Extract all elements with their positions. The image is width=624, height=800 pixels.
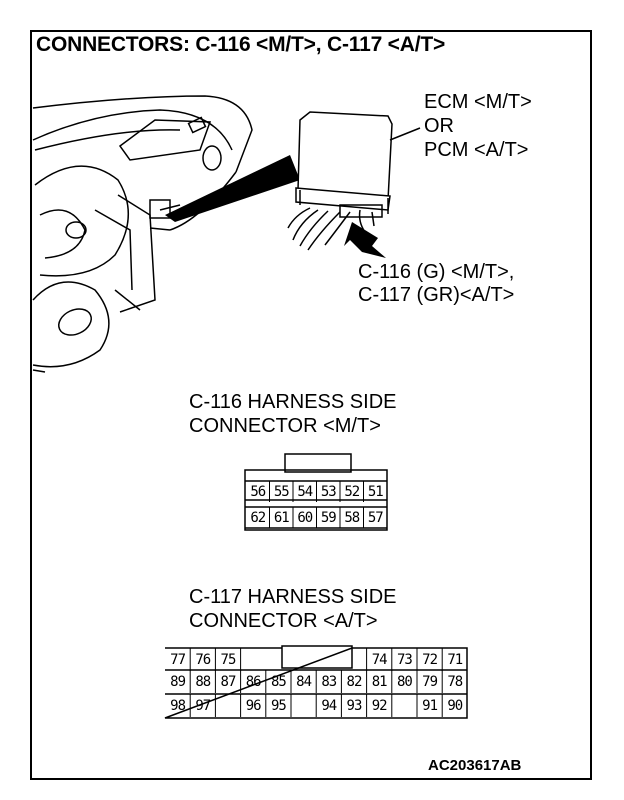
dashboard-drawing bbox=[32, 95, 253, 373]
c117-pin-77: 77 bbox=[170, 651, 186, 668]
c117-pin-73: 73 bbox=[396, 651, 413, 668]
ecm-label-line2: OR bbox=[424, 115, 454, 137]
c117-pin-83: 83 bbox=[321, 673, 337, 690]
pointer-label-line1: C-116 (G) <M/T>, bbox=[358, 261, 515, 283]
c117-pin-78: 78 bbox=[447, 673, 463, 690]
c116-heading-line2: CONNECTOR <M/T> bbox=[189, 415, 381, 437]
c116-pin-60: 60 bbox=[297, 509, 313, 526]
c117-pin-98: 98 bbox=[170, 697, 186, 714]
c117-heading-line1: C-117 HARNESS SIDE bbox=[189, 586, 397, 608]
c117-pin-90: 90 bbox=[447, 697, 463, 714]
c117-pin-88: 88 bbox=[195, 673, 211, 690]
c116-pin-61: 61 bbox=[273, 509, 290, 526]
location-pointer bbox=[165, 155, 300, 222]
c117-pin-95: 95 bbox=[270, 697, 287, 714]
page-title: CONNECTORS: C-116 <M/T>, C-117 <A/T> bbox=[36, 33, 446, 56]
c117-pin-97: 97 bbox=[195, 697, 211, 714]
c117-pin-80: 80 bbox=[396, 673, 413, 690]
c117-pin-74: 74 bbox=[371, 651, 388, 668]
figure-code: AC203617AB bbox=[428, 757, 522, 774]
c116-heading-line1: C-116 HARNESS SIDE bbox=[189, 391, 397, 413]
c116-pin-57: 57 bbox=[367, 509, 384, 526]
c117-pin-84: 84 bbox=[296, 673, 312, 690]
c116-pin-56: 56 bbox=[250, 483, 266, 500]
c116-pin-51: 51 bbox=[367, 483, 384, 500]
c117-pin-86: 86 bbox=[245, 673, 262, 690]
figure-frame bbox=[30, 30, 592, 780]
c117-pin-82: 82 bbox=[346, 673, 363, 690]
c117-pin-89: 89 bbox=[170, 673, 186, 690]
c117-pin-87: 87 bbox=[220, 673, 237, 690]
c117-pin-92: 92 bbox=[371, 697, 388, 714]
c117-pin-85: 85 bbox=[270, 673, 287, 690]
pointer-label-line2: C-117 (GR)<A/T> bbox=[358, 284, 515, 306]
c117-pin-94: 94 bbox=[321, 697, 337, 714]
c117-pin-96: 96 bbox=[245, 697, 262, 714]
ecm-module bbox=[287, 111, 421, 251]
c116-pin-62: 62 bbox=[250, 509, 266, 526]
c116-pin-52: 52 bbox=[344, 483, 360, 500]
c117-heading-line2: CONNECTOR <A/T> bbox=[189, 610, 378, 632]
c117-pin-93: 93 bbox=[346, 697, 363, 714]
c117-pin-76: 76 bbox=[195, 651, 211, 668]
c117-pin-71: 71 bbox=[447, 651, 463, 668]
connector-arrow bbox=[344, 222, 386, 258]
c117-pin-79: 79 bbox=[422, 673, 438, 690]
c117-pin-91: 91 bbox=[422, 697, 438, 714]
c117-pin-72: 72 bbox=[422, 651, 438, 668]
c116-pin-53: 53 bbox=[320, 483, 337, 500]
c117-pin-81: 81 bbox=[371, 673, 388, 690]
c116-pin-54: 54 bbox=[297, 483, 313, 500]
ecm-label-line1: ECM <M/T> bbox=[424, 91, 532, 113]
c116-pin-59: 59 bbox=[320, 509, 337, 526]
c116-pin-55: 55 bbox=[273, 483, 290, 500]
c117-pin-75: 75 bbox=[220, 651, 237, 668]
ecm-label-line3: PCM <A/T> bbox=[424, 139, 529, 161]
c116-pin-58: 58 bbox=[344, 509, 360, 526]
